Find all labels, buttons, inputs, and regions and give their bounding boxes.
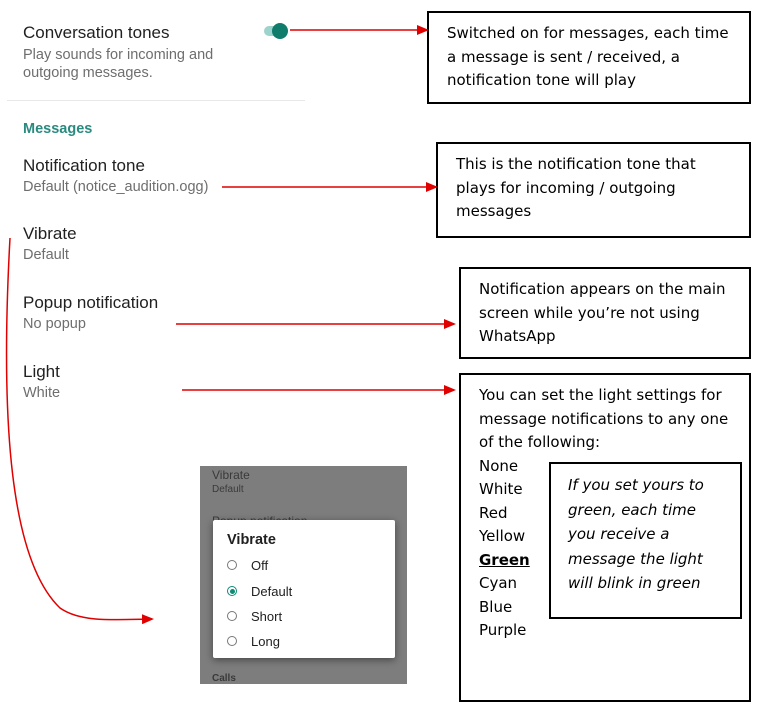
option-label: Long xyxy=(251,634,280,649)
callout-text: Switched on for messages, each time xyxy=(447,24,729,42)
callout-text: screen while you’re not using xyxy=(479,303,700,322)
notification-tone-value: Default (notice_audition.ogg) xyxy=(23,179,209,195)
callout-text: WhatsApp xyxy=(479,327,556,345)
radio-off-icon xyxy=(227,636,237,646)
conversation-tones-toggle[interactable] xyxy=(262,21,292,41)
option-label: Short xyxy=(251,609,283,624)
toggle-thumb xyxy=(272,23,288,39)
option-label: Default xyxy=(251,584,293,599)
popup-notification-value: No popup xyxy=(23,316,86,332)
callout-text: of the following: xyxy=(479,433,601,451)
bg-setting-title: Vibrate xyxy=(212,468,250,482)
vibrate-option-long[interactable]: Long xyxy=(227,634,387,654)
note-text: you receive a xyxy=(568,525,670,543)
callout-text: Notification appears on the main xyxy=(479,280,726,298)
divider xyxy=(7,100,305,101)
color-option: Cyan xyxy=(479,574,518,592)
color-option: White xyxy=(479,480,523,498)
notification-tone-title: Notification tone xyxy=(23,156,145,175)
color-option: Yellow xyxy=(479,527,526,545)
conversation-tones-summary-1: Play sounds for incoming and xyxy=(23,47,214,63)
section-header-messages: Messages xyxy=(23,121,93,137)
callout-text: message notifications to any one xyxy=(479,409,729,428)
color-option: Purple xyxy=(479,621,527,639)
vibrate-value: Default xyxy=(23,247,69,263)
option-label: Off xyxy=(251,558,269,573)
conversation-tones-title: Conversation tones xyxy=(23,23,170,42)
callout-text: messages xyxy=(456,202,532,220)
color-option: Blue xyxy=(479,597,513,616)
callout-popup: Notification appears on the main screen … xyxy=(459,267,751,359)
vibrate-option-short[interactable]: Short xyxy=(227,609,387,629)
callout-text: a message is sent / received, a xyxy=(447,47,680,66)
setting-popup-notification[interactable]: Popup notification No popup xyxy=(23,291,283,336)
setting-vibrate[interactable]: Vibrate Default xyxy=(23,222,283,267)
vibrate-option-default[interactable]: Default xyxy=(227,584,387,604)
note-text: If you set yours to xyxy=(568,476,704,494)
dialog-title: Vibrate xyxy=(227,532,276,548)
setting-notification-tone[interactable]: Notification tone Default (notice_auditi… xyxy=(23,154,283,199)
callout-text: notification tone will play xyxy=(447,71,636,89)
setting-light[interactable]: Light White xyxy=(23,360,283,405)
vibrate-dialog: Vibrate Off Default Short Long xyxy=(213,520,395,658)
callout-text: This is the notification tone that xyxy=(456,155,696,173)
callout-text: plays for incoming / outgoing xyxy=(456,178,676,197)
radio-off-icon xyxy=(227,560,237,570)
callout-notification-tone: This is the notification tone that plays… xyxy=(436,142,751,238)
note-text: green, each time xyxy=(568,500,697,519)
light-value: White xyxy=(23,385,61,401)
bg-setting-value: Default xyxy=(212,484,244,495)
popup-notification-title: Popup notification xyxy=(23,293,159,312)
radio-off-icon xyxy=(227,611,237,621)
vibrate-title: Vibrate xyxy=(23,224,77,243)
conversation-tones-summary-2: outgoing messages. xyxy=(23,65,153,81)
callout-conversation-tones: Switched on for messages, each time a me… xyxy=(427,11,751,104)
vibrate-option-off[interactable]: Off xyxy=(227,558,387,578)
color-option-green: Green xyxy=(479,550,530,569)
radio-selected-icon xyxy=(227,586,237,596)
color-option: None xyxy=(479,456,519,475)
color-option: Red xyxy=(479,503,508,522)
arrow-vibrate xyxy=(5,237,154,625)
light-title: Light xyxy=(23,362,60,381)
vibrate-dialog-screenshot: Vibrate Default Popup notification Calls… xyxy=(200,466,407,684)
callout-text: You can set the light settings for xyxy=(479,386,722,404)
callout-green-note: If you set yours to green, each time you… xyxy=(549,462,742,619)
note-text: message the light xyxy=(568,549,703,568)
note-text: will blink in green xyxy=(568,574,701,592)
bg-section-calls: Calls xyxy=(212,673,236,684)
